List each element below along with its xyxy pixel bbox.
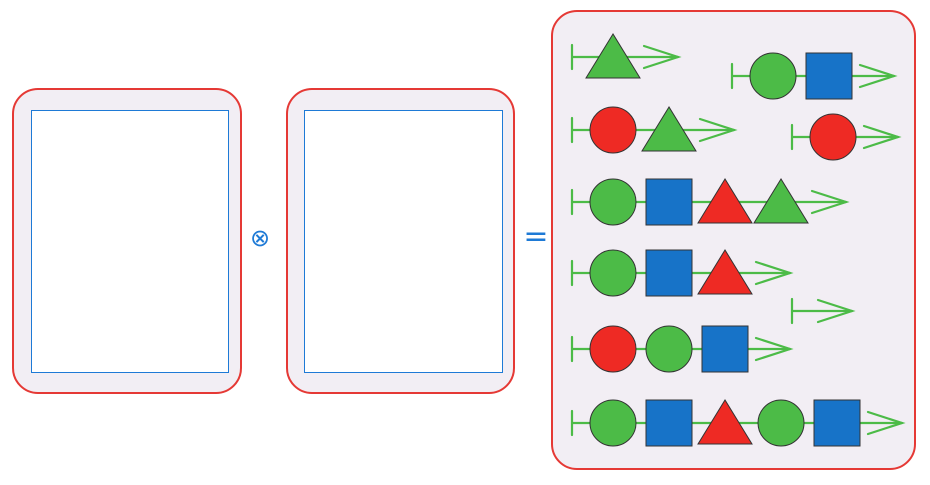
sequence-end-arrow: [816, 298, 856, 324]
sequence-end-arrow: [862, 124, 902, 150]
square-blue-shape: [805, 52, 853, 100]
circle-red-shape: [809, 113, 857, 161]
triangle-red-shape: [697, 178, 753, 224]
square-blue-shape: [645, 249, 693, 297]
triangle-red-shape: [697, 249, 753, 295]
circle-red-shape: [589, 325, 637, 373]
circle-green-shape: [589, 399, 637, 447]
left-operand-box: [31, 110, 229, 373]
equals-operator: =: [523, 219, 549, 254]
square-blue-shape: [701, 325, 749, 373]
sequence-end-arrow: [810, 189, 850, 215]
circle-green-shape: [757, 399, 805, 447]
square-blue-shape: [813, 399, 861, 447]
circle-green-shape: [589, 249, 637, 297]
sequence-end-arrow: [754, 260, 794, 286]
circle-green-shape: [589, 178, 637, 226]
sequence-end-arrow: [866, 410, 906, 436]
triangle-red-shape: [697, 399, 753, 445]
result-panel: [551, 10, 916, 470]
circle-red-shape: [589, 106, 637, 154]
sequence-end-arrow: [858, 63, 898, 89]
left-operand-panel: [12, 88, 242, 394]
sequence-end-arrow: [754, 336, 794, 362]
triangle-green-shape: [753, 178, 809, 224]
sequence-end-arrow: [698, 117, 738, 143]
circle-green-shape: [749, 52, 797, 100]
square-blue-shape: [645, 178, 693, 226]
triangle-green-shape: [585, 33, 641, 79]
circle-green-shape: [645, 325, 693, 373]
tensor-operator: ⊗: [249, 224, 271, 252]
square-blue-shape: [645, 399, 693, 447]
right-operand-box: [304, 110, 503, 373]
triangle-green-shape: [641, 106, 697, 152]
right-operand-panel: [286, 88, 515, 394]
sequence-end-arrow: [642, 44, 682, 70]
